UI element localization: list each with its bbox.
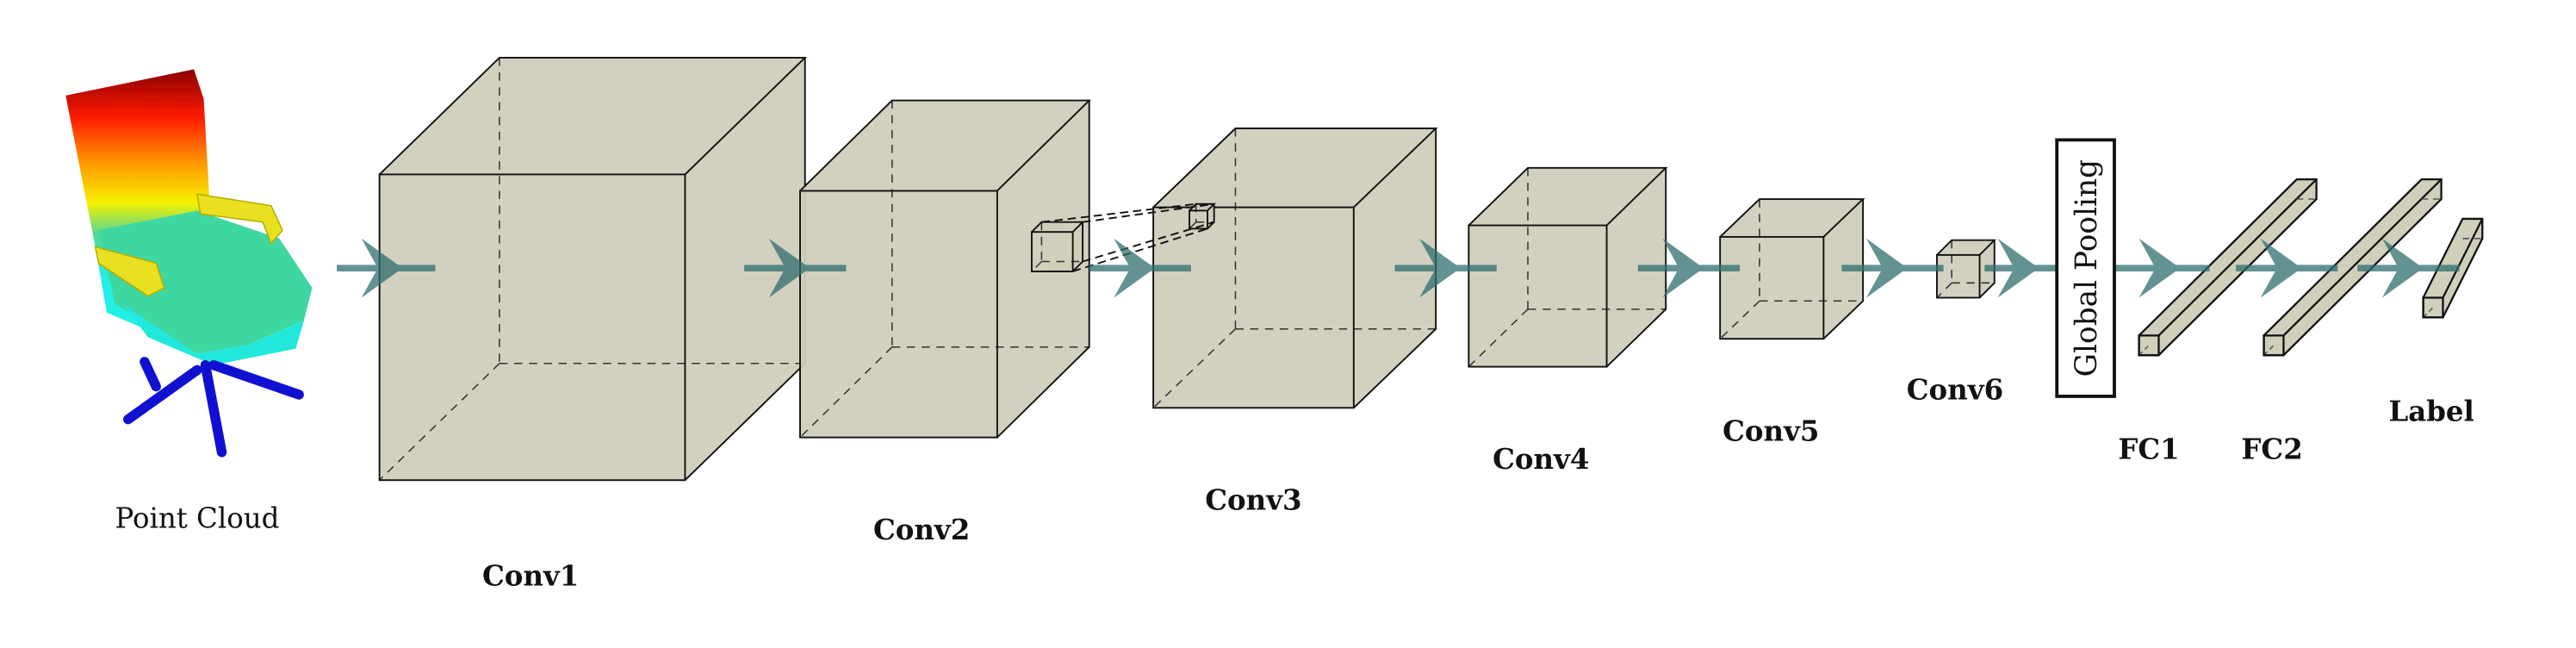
fc1-block: [2138, 178, 2318, 357]
flow-arrow-7: [1984, 238, 2058, 298]
conv4-block: [1468, 166, 1668, 368]
conv4-label: Conv4: [1493, 443, 1589, 476]
flow-arrow-5: [1637, 238, 1741, 298]
kernel-projection-lines: [1041, 202, 1214, 272]
flow-arrow-2: [744, 238, 847, 298]
conv2-label: Conv2: [873, 514, 970, 546]
fc2-block: [2263, 178, 2443, 357]
fc1-label: FC1: [2118, 433, 2179, 465]
flow-arrow-8: [2114, 238, 2210, 298]
flow-arrow-4: [1394, 238, 1497, 298]
global-pooling-label: Global Pooling: [2070, 159, 2104, 377]
conv6-block: [1936, 239, 1997, 299]
fc2-label: FC2: [2241, 433, 2302, 465]
conv3-label: Conv3: [1205, 484, 1301, 517]
flow-arrow-1: [337, 238, 436, 298]
conv5-label: Conv5: [1723, 414, 1819, 447]
flow-arrow-10: [2357, 238, 2460, 298]
conv1-label: Conv1: [482, 559, 579, 592]
global-pooling-box: Global Pooling: [2055, 138, 2116, 398]
conv6-label: Conv6: [1907, 374, 2003, 407]
point-cloud-label: Point Cloud: [115, 502, 279, 535]
kernel-cube: [1030, 221, 1085, 272]
flow-arrow-9: [2236, 238, 2338, 298]
conv2-block: [799, 99, 1092, 439]
conv1-block: [378, 57, 808, 482]
conv5-block: [1719, 198, 1865, 340]
output-label: Label: [2388, 396, 2474, 428]
flow-arrow-3: [1089, 238, 1191, 298]
conv3-block: [1152, 128, 1438, 409]
point-cloud-chair-image: [65, 69, 313, 458]
flow-arrow-6: [1841, 238, 1944, 298]
